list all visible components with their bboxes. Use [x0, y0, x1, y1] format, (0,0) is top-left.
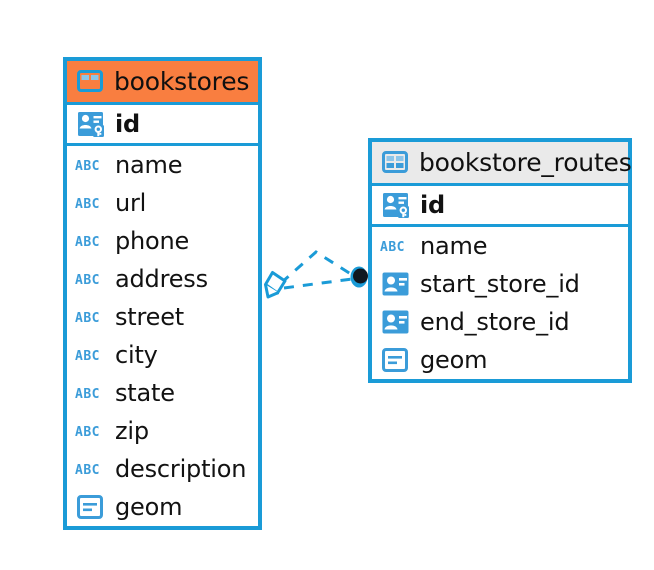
text-abc-icon: ABC — [75, 458, 105, 480]
field-label: state — [115, 379, 175, 407]
primary-key-icon — [75, 109, 105, 139]
primary-key-section: id — [372, 186, 628, 227]
relationship-line-upper — [280, 250, 355, 285]
field-label: url — [115, 189, 147, 217]
svg-text:ABC: ABC — [75, 463, 100, 476]
svg-text:ABC: ABC — [75, 235, 100, 248]
svg-text:ABC: ABC — [75, 273, 100, 286]
text-abc-icon: ABC — [75, 420, 105, 442]
svg-text:ABC: ABC — [75, 387, 100, 400]
field-row-geom[interactable]: geom — [67, 488, 258, 526]
field-row-state[interactable]: ABC state — [67, 374, 258, 412]
field-row-end-store-id[interactable]: end_store_id — [372, 303, 628, 341]
field-row-url[interactable]: ABC url — [67, 184, 258, 222]
entity-title: bookstore_routes — [419, 147, 632, 177]
field-label: geom — [115, 493, 183, 521]
text-abc-icon: ABC — [75, 382, 105, 404]
relationship-line-lower — [283, 277, 353, 290]
field-row-description[interactable]: ABC description — [67, 450, 258, 488]
text-abc-icon: ABC — [75, 230, 105, 252]
field-label: zip — [115, 417, 149, 445]
svg-text:ABC: ABC — [75, 159, 100, 172]
field-row-id[interactable]: id — [372, 186, 628, 224]
field-row-start-store-id[interactable]: start_store_id — [372, 265, 628, 303]
field-row-zip[interactable]: ABC zip — [67, 412, 258, 450]
svg-text:ABC: ABC — [75, 311, 100, 324]
table-icon — [380, 147, 410, 177]
entity-table-bookstore-routes[interactable]: bookstore_routes — [368, 138, 632, 383]
filled-circle-endpoint-icon — [350, 266, 368, 288]
field-row-name[interactable]: ABC name — [67, 146, 258, 184]
svg-text:ABC: ABC — [75, 349, 100, 362]
field-label: address — [115, 265, 208, 293]
text-abc-icon: ABC — [380, 235, 410, 257]
field-row-id[interactable]: id — [67, 105, 258, 143]
foreign-key-icon — [380, 307, 410, 337]
table-icon — [75, 66, 105, 96]
primary-key-section: id — [67, 105, 258, 146]
svg-text:ABC: ABC — [75, 425, 100, 438]
foreign-key-icon — [380, 269, 410, 299]
field-row-street[interactable]: ABC street — [67, 298, 258, 336]
text-abc-icon: ABC — [75, 344, 105, 366]
field-row-address[interactable]: ABC address — [67, 260, 258, 298]
field-row-city[interactable]: ABC city — [67, 336, 258, 374]
entity-header-bookstores[interactable]: bookstores — [67, 61, 258, 105]
field-label: city — [115, 341, 158, 369]
diamond-endpoint-icon — [264, 271, 287, 299]
field-section: ABC name ABC url ABC pho — [67, 146, 258, 526]
geometry-icon — [380, 345, 410, 375]
primary-key-icon — [380, 190, 410, 220]
field-label: name — [115, 151, 183, 179]
field-label: street — [115, 303, 184, 331]
text-abc-icon: ABC — [75, 268, 105, 290]
svg-text:ABC: ABC — [380, 240, 405, 253]
entity-table-bookstores[interactable]: bookstores id — [63, 57, 262, 530]
field-label: id — [115, 110, 141, 138]
entity-title: bookstores — [114, 66, 250, 96]
field-row-geom[interactable]: geom — [372, 341, 628, 379]
entity-header-bookstore-routes[interactable]: bookstore_routes — [372, 142, 632, 186]
text-abc-icon: ABC — [75, 192, 105, 214]
field-label: phone — [115, 227, 190, 255]
field-label: end_store_id — [420, 308, 570, 336]
field-row-phone[interactable]: ABC phone — [67, 222, 258, 260]
geometry-icon — [75, 492, 105, 522]
svg-text:ABC: ABC — [75, 197, 100, 210]
field-section: ABC name start_store_id — [372, 227, 628, 379]
field-label: geom — [420, 346, 488, 374]
field-row-name[interactable]: ABC name — [372, 227, 628, 265]
field-label: id — [420, 191, 446, 219]
text-abc-icon: ABC — [75, 154, 105, 176]
field-label: description — [115, 455, 247, 483]
text-abc-icon: ABC — [75, 306, 105, 328]
field-label: name — [420, 232, 488, 260]
field-label: start_store_id — [420, 270, 580, 298]
